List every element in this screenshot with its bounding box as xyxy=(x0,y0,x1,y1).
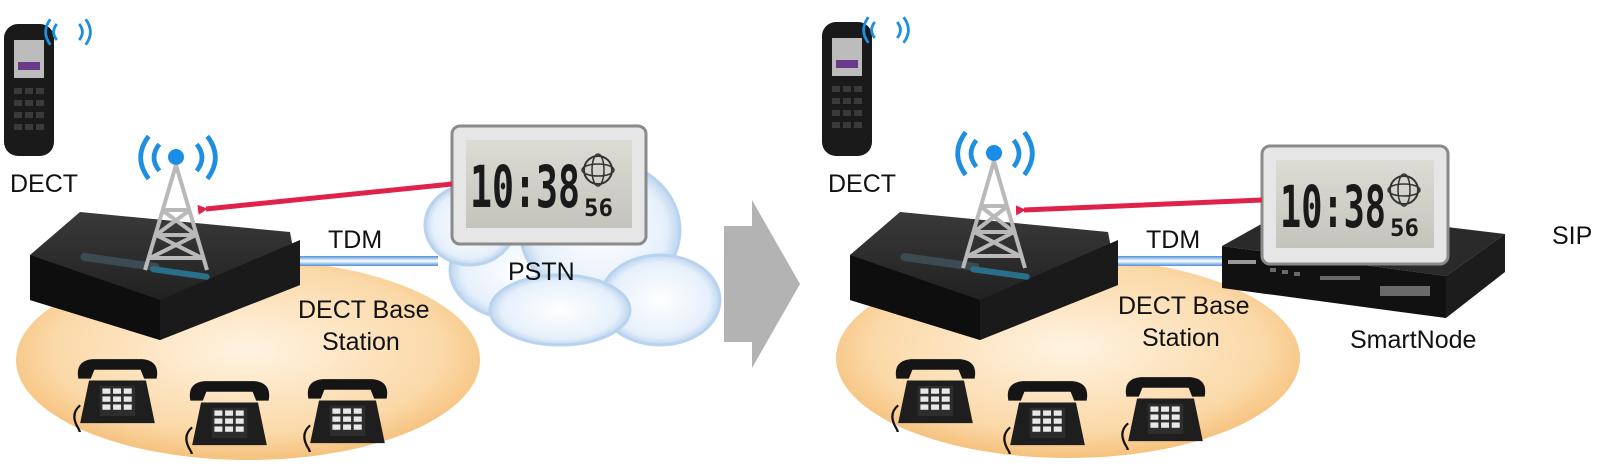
protocol-label: SIP xyxy=(1552,222,1592,250)
radio-tower-icon xyxy=(958,132,1033,269)
base-station-label-line2: Station xyxy=(322,328,400,356)
radio-tower-icon xyxy=(141,136,216,271)
clock-time: 10:38 xyxy=(1280,173,1386,241)
left-panel: DECT 10:38 56 TDM PSTN DECT Base Station xyxy=(4,19,722,460)
right-panel: SIP SmartNode xyxy=(822,17,1592,458)
dect-handset-icon xyxy=(822,17,908,156)
left-trunk-line xyxy=(300,256,438,266)
dect-base-station-box xyxy=(850,212,1118,340)
gateway-label: SmartNode xyxy=(1350,326,1476,354)
sync-arrow xyxy=(197,181,453,215)
dect-handset: DECT xyxy=(822,17,908,198)
lcd-clock-icon xyxy=(1260,144,1450,266)
dect-handset-icon xyxy=(4,19,90,156)
sync-arrow xyxy=(1015,197,1263,216)
trunk-label: TDM xyxy=(328,226,382,254)
right-trunk-line xyxy=(1118,256,1238,266)
network-label: PSTN xyxy=(508,258,575,286)
lcd-clock: 10:38 56 xyxy=(450,124,648,246)
lcd-clock: 10:38 56 xyxy=(1260,144,1450,266)
base-station-label-line1: DECT Base xyxy=(1118,292,1250,320)
dect-handset: DECT xyxy=(4,19,90,198)
trunk-label: TDM xyxy=(1146,226,1200,254)
clock-seconds: 56 xyxy=(584,194,613,222)
base-station-label-line2: Station xyxy=(1142,324,1220,352)
dect-handset-label: DECT xyxy=(10,170,78,198)
clock-seconds: 56 xyxy=(1390,214,1419,242)
dect-base-station-box xyxy=(30,212,300,340)
base-station-label-line1: DECT Base xyxy=(298,296,430,324)
dect-handset-label: DECT xyxy=(828,170,896,198)
transition-arrow-icon xyxy=(724,200,800,368)
clock-time: 10:38 xyxy=(470,153,580,221)
